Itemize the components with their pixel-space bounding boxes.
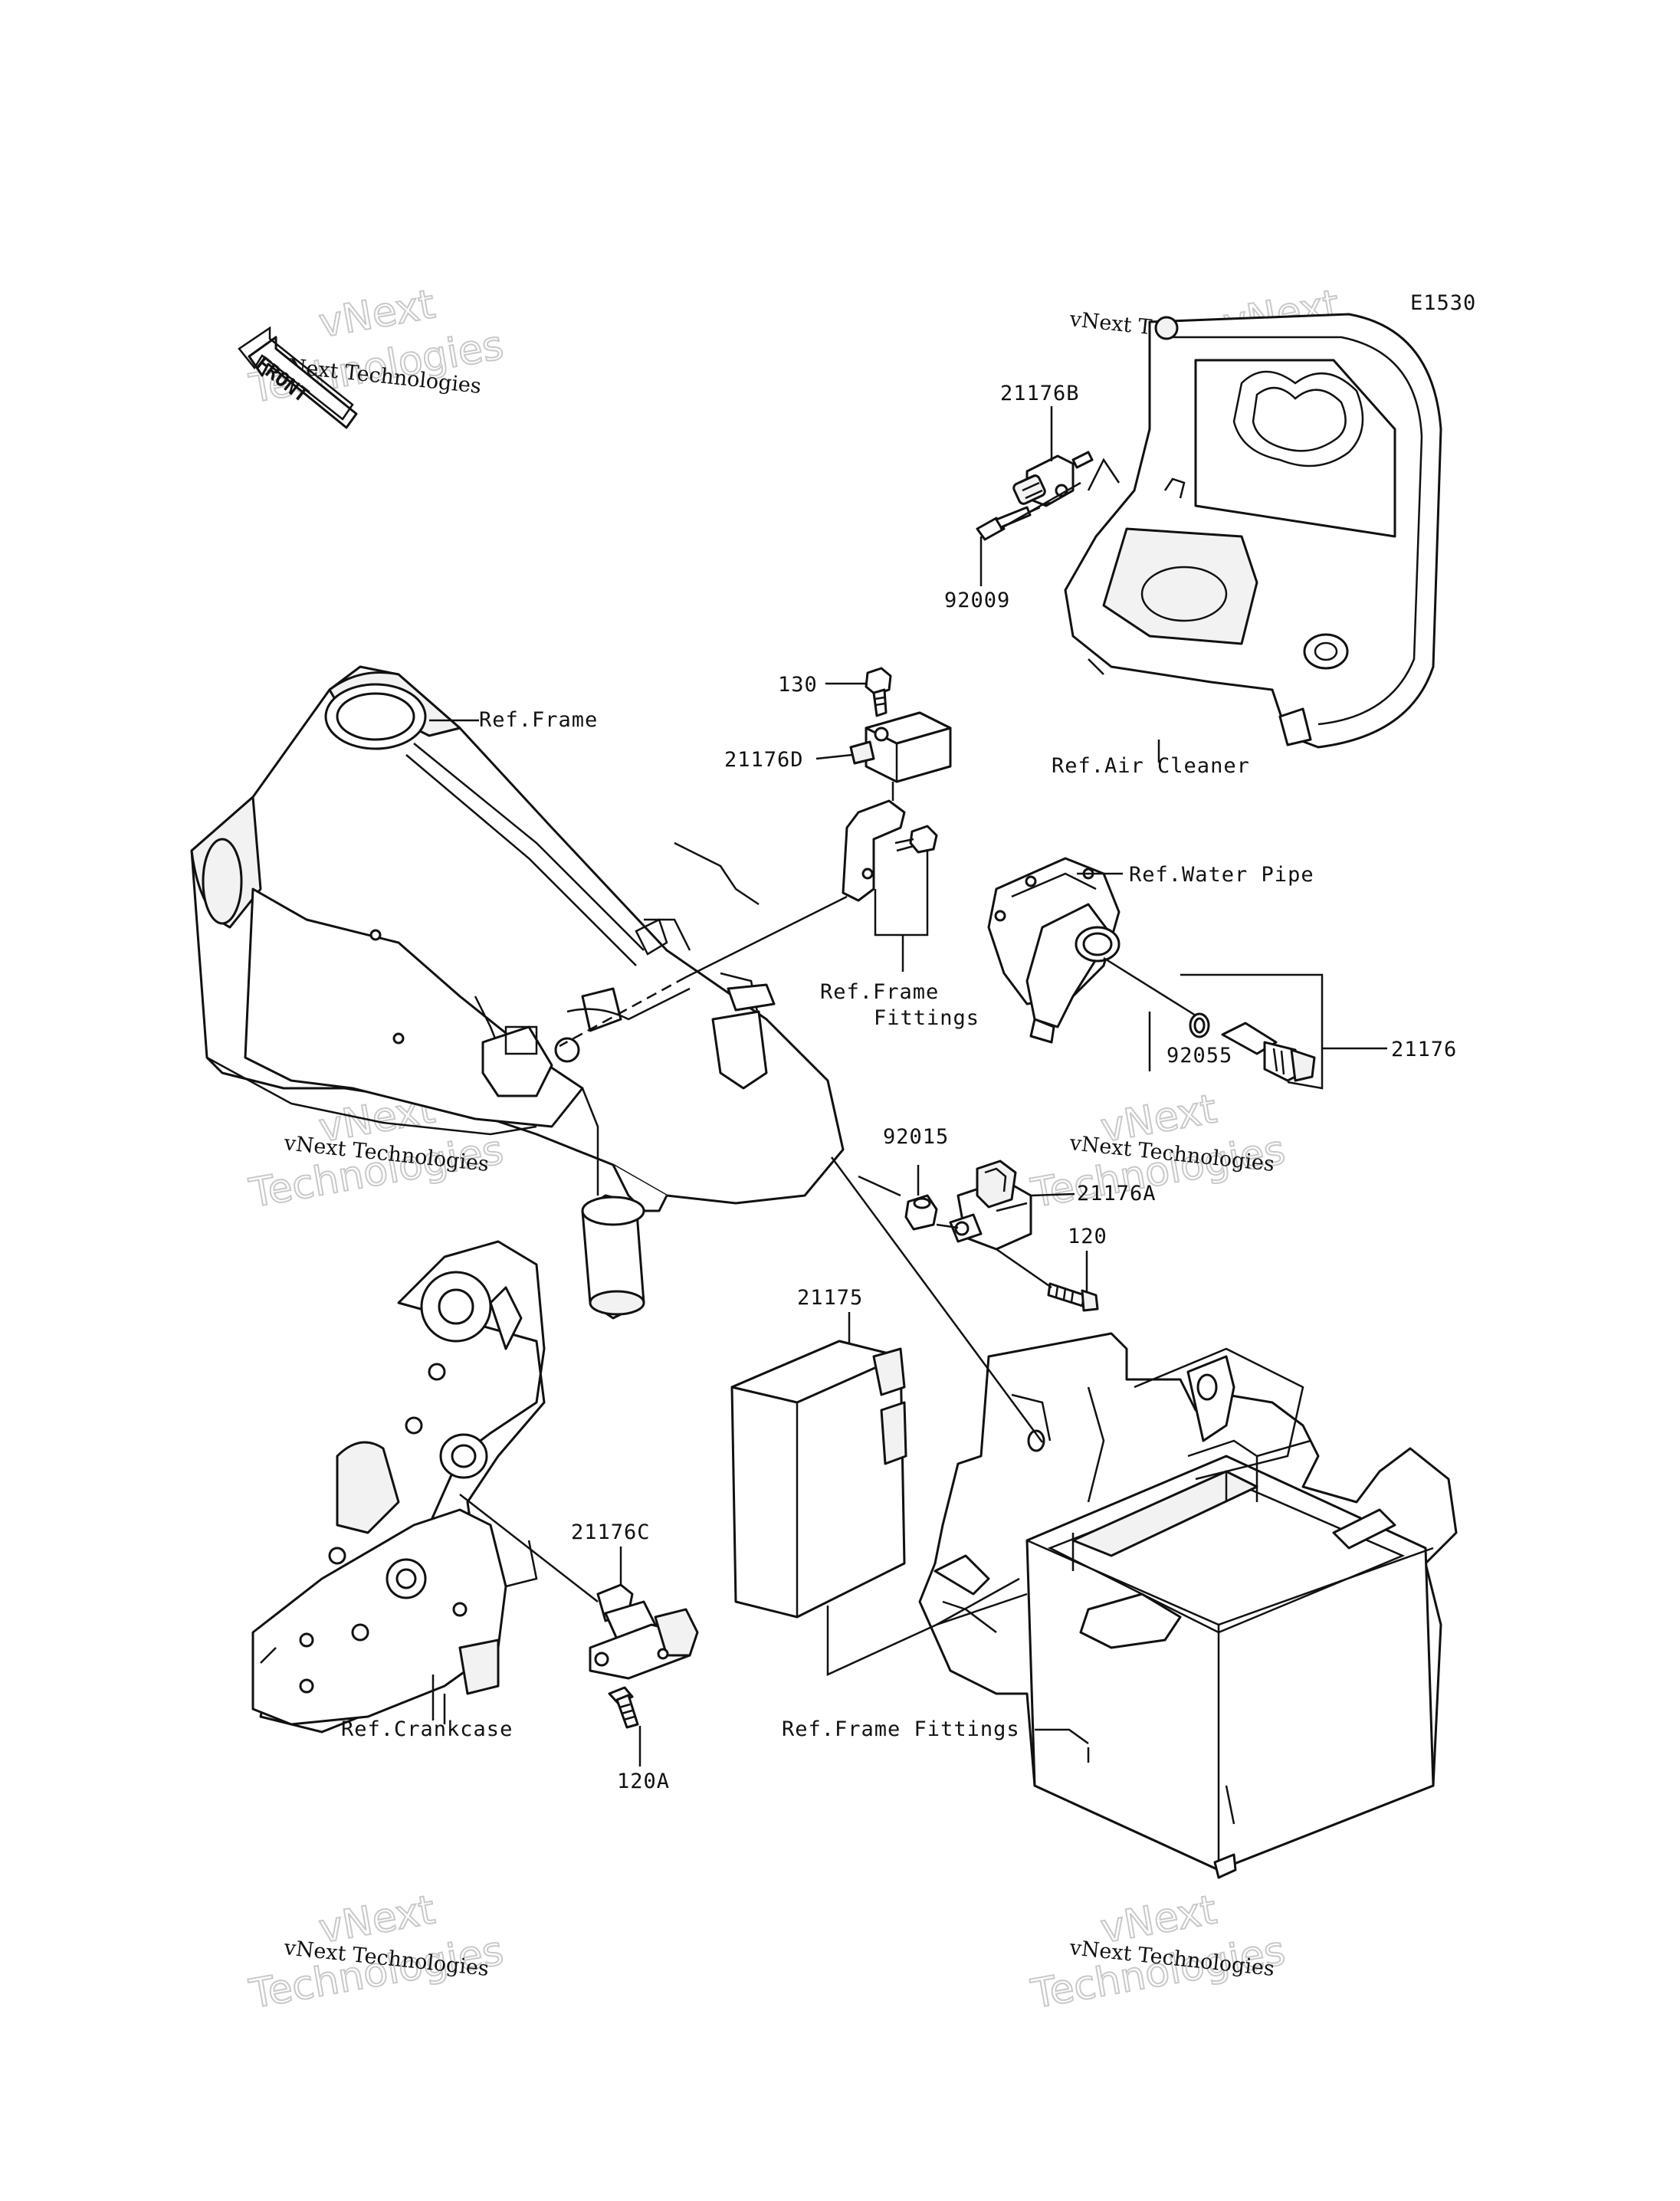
label-21176C: 21176C [571, 1520, 651, 1544]
label-21176B: 21176B [1000, 382, 1080, 405]
label-120: 120 [1068, 1225, 1107, 1248]
air-cleaner-assembly [1064, 313, 1442, 749]
label-92015: 92015 [883, 1125, 949, 1149]
label-21176D: 21176D [724, 748, 804, 772]
label-ref-frame-fittings-line2: Fittings [874, 1006, 979, 1030]
diagram-code: E1530 [1410, 291, 1476, 315]
part-21176-temp-sensor [1221, 1022, 1316, 1082]
water-pipe-assembly [987, 857, 1121, 1044]
label-ref-crankcase: Ref.Crankcase [341, 1717, 513, 1741]
crankcase-assembly [251, 1240, 546, 1734]
leader-lines [429, 406, 1387, 1766]
part-130-bolt [865, 667, 892, 717]
part-21176D-sensor [849, 711, 952, 783]
watermark-mid-right: Technologies vNext vNext Technologies [1027, 1085, 1289, 1218]
frame-assembly [190, 665, 845, 1320]
frame-fittings-bracket [842, 799, 938, 902]
watermark-bottom-right: Technologies vNext vNext Technologies [1027, 1886, 1289, 2019]
label-ref-air-cleaner: Ref.Air Cleaner [1052, 754, 1250, 778]
part-92015-collar [904, 1194, 938, 1231]
watermark-bottom-left: Technologies vNext vNext Technologies [245, 1886, 507, 2019]
battery-case [918, 1332, 1458, 1879]
part-21175-ecu [730, 1340, 907, 1619]
label-92055: 92055 [1166, 1044, 1232, 1068]
label-120A: 120A [617, 1770, 670, 1793]
label-130: 130 [778, 673, 818, 697]
part-92055-oring [1189, 1012, 1210, 1038]
label-ref-water-pipe: Ref.Water Pipe [1129, 863, 1314, 887]
part-21176A-sensor [949, 1160, 1032, 1251]
label-21176: 21176 [1391, 1038, 1457, 1061]
label-ref-frame: Ref.Frame [479, 708, 598, 732]
part-120-bolt [1047, 1282, 1099, 1312]
label-ref-frame-fittings: Ref.Frame Fittings [782, 1717, 1020, 1741]
part-92009-bolt [976, 501, 1051, 541]
label-92009: 92009 [944, 589, 1010, 612]
part-21176C-sensor [589, 1583, 699, 1680]
labels: 21176B 92009 Ref.Air Cleaner 130 21176D … [341, 382, 1457, 1793]
label-ref-frame-fittings-line1: Ref.Frame [820, 980, 939, 1004]
label-21176A: 21176A [1077, 1182, 1157, 1205]
part-120A-bolt [608, 1686, 639, 1729]
label-21175: 21175 [797, 1286, 863, 1310]
watermark-top-left: Technologies vNext vNext Technologies [245, 280, 507, 413]
